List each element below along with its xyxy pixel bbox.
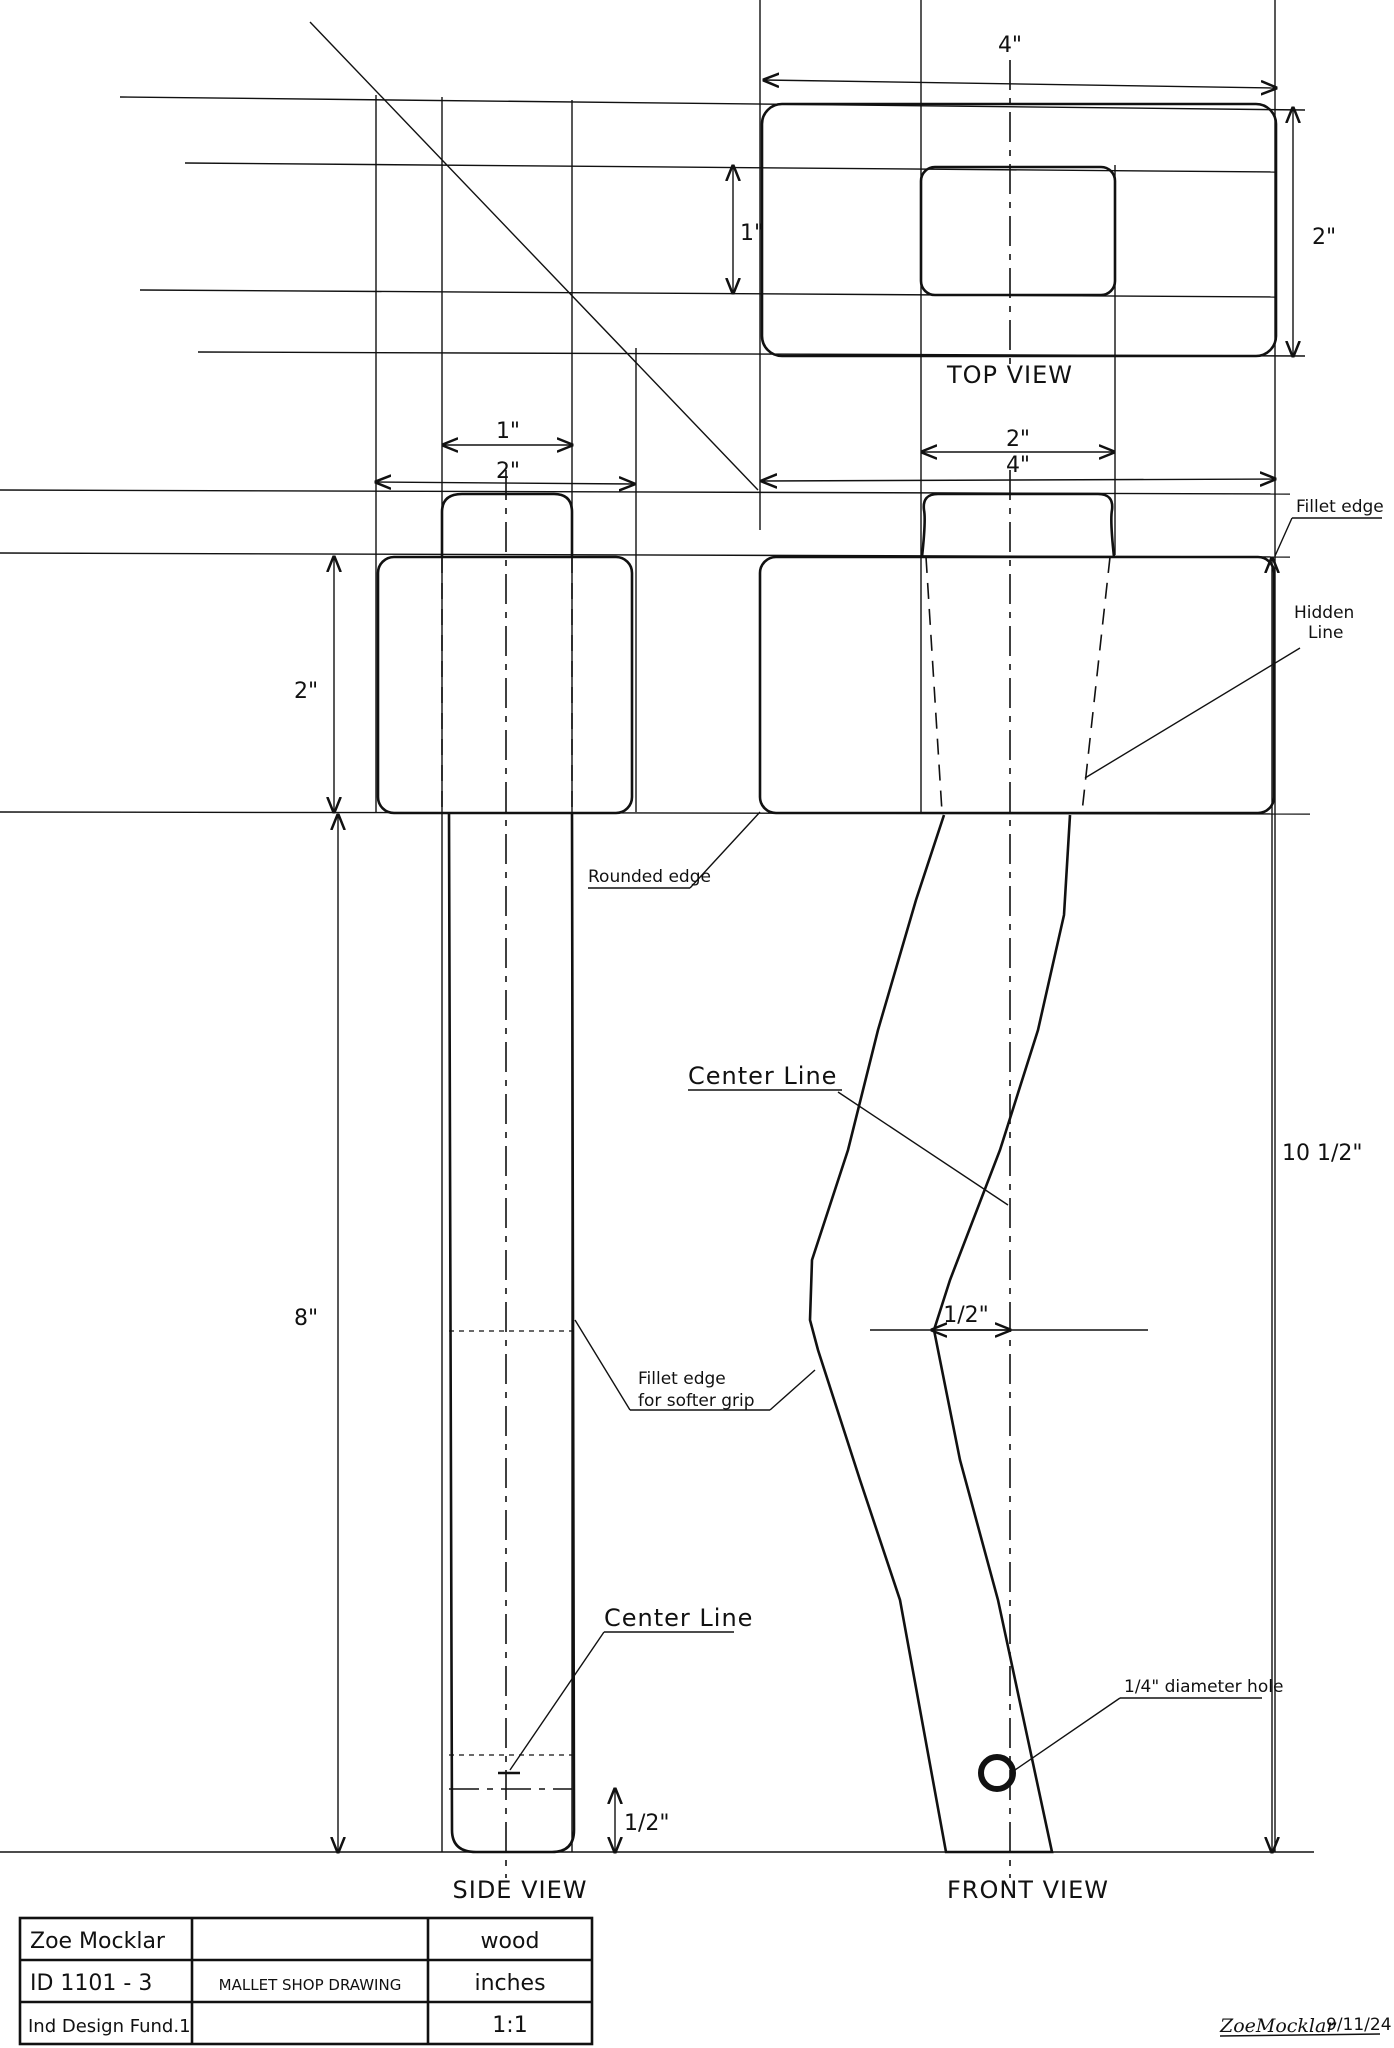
tb-r0-c2: wood xyxy=(481,1929,540,1954)
hidden-line-label-1: Hidden xyxy=(1294,603,1354,623)
side-view: 1" 2" 2" 8" 1/2" SIDE VIEW xyxy=(294,419,670,1904)
hole-label: 1/4" diameter hole xyxy=(1124,1677,1283,1697)
head-height-dim: 2" xyxy=(294,679,318,704)
center-line-side-label: Center Line xyxy=(604,1604,753,1632)
hole-height-dim: 1/2" xyxy=(624,1811,670,1836)
title-block: Zoe Mocklar wood ID 1101 - 3 MALLET SHOP… xyxy=(18,1916,594,2046)
rounded-edge-label: Rounded edge xyxy=(588,867,711,887)
signature-name: ZoeMocklar xyxy=(1219,2015,1337,2037)
construction-lines xyxy=(0,0,1314,1853)
tb-r1-c1: MALLET SHOP DRAWING xyxy=(219,1976,402,1994)
fillet-grip-label-2: for softer grip xyxy=(638,1391,755,1411)
top-view-label: TOP VIEW xyxy=(946,361,1073,389)
side-neck-dim: 1" xyxy=(496,419,520,444)
side-head-dim: 2" xyxy=(496,459,520,484)
tb-r2-c2: 1:1 xyxy=(492,2013,527,2038)
tb-r2-c0: Ind Design Fund.1 xyxy=(28,2016,191,2037)
top-view: 4" 2" 1" TOP VIEW xyxy=(733,33,1336,389)
center-line-front-label: Center Line xyxy=(688,1062,837,1090)
front-view: 1/2" 2" 4" 10 1/2" FRONT VIEW xyxy=(758,427,1363,1904)
top-width-dim: 4" xyxy=(998,33,1022,58)
side-view-label: SIDE VIEW xyxy=(453,1876,588,1904)
front-view-label: FRONT VIEW xyxy=(947,1876,1109,1904)
front-neck-dim: 2" xyxy=(1006,427,1030,452)
hidden-line-label-2: Line xyxy=(1308,623,1343,643)
front-head-dim: 4" xyxy=(1006,453,1030,478)
annotations: Fillet edge Hidden Line Rounded edge Cen… xyxy=(509,497,1384,1771)
handle-length-dim: 8" xyxy=(294,1306,318,1331)
signature-date: 9/11/24 xyxy=(1326,2015,1392,2035)
tb-r1-c2: inches xyxy=(474,1971,545,1996)
offset-dim: 1/2" xyxy=(943,1303,989,1328)
tb-r0-c0: Zoe Mocklar xyxy=(30,1929,166,1954)
top-inner-dim: 1" xyxy=(740,221,764,246)
overall-length-dim: 10 1/2" xyxy=(1282,1141,1363,1166)
tb-r1-c0: ID 1101 - 3 xyxy=(30,1971,152,1996)
fillet-grip-label-1: Fillet edge xyxy=(638,1369,726,1389)
signature: ZoeMocklar 9/11/24 xyxy=(1219,2015,1392,2037)
top-depth-dim: 2" xyxy=(1312,225,1336,250)
fillet-edge-label: Fillet edge xyxy=(1296,497,1384,517)
